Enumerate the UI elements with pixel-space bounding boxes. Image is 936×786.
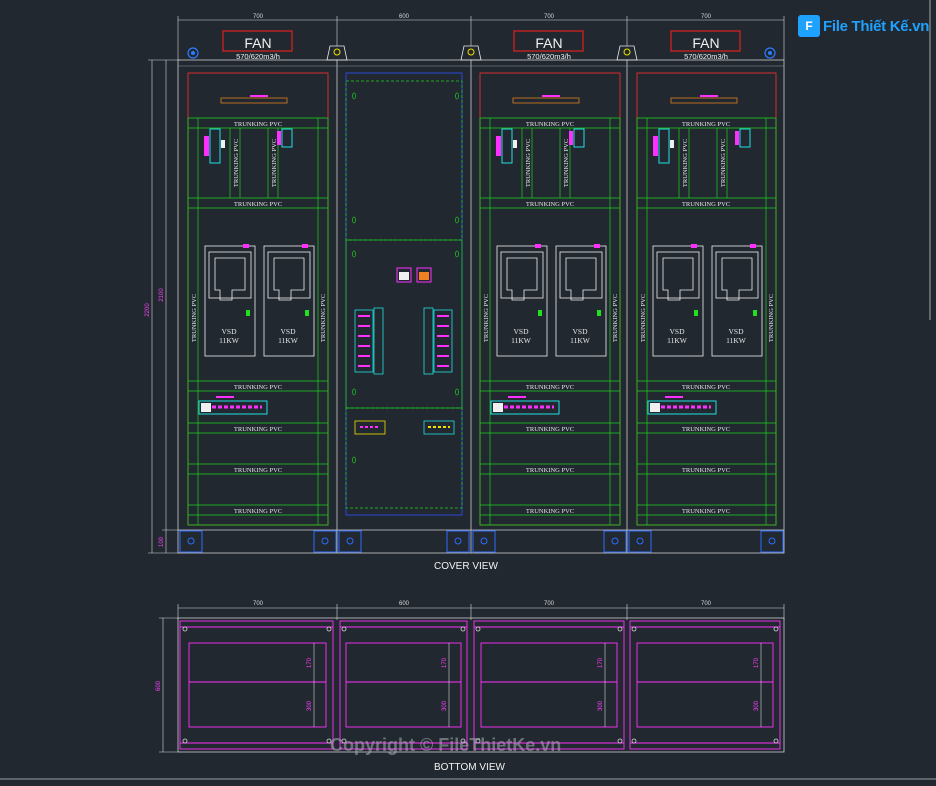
vsd-name: VSD: [572, 327, 588, 336]
trunking-label: TRUNKING PVC: [682, 201, 730, 208]
dim-width-3: 700: [544, 601, 555, 607]
trunking-label: TRUNKING PVC: [526, 467, 574, 474]
trunking-label: TRUNKING PVC: [234, 121, 282, 128]
trunking-label: TRUNKING PVC: [682, 467, 730, 474]
site-logo: F File Thiết Kế.vn: [798, 14, 929, 38]
lifting-eye-icons: [187, 45, 776, 61]
dim-width-2: 600: [399, 14, 410, 20]
trunking-label: TRUNKING PVC: [234, 467, 282, 474]
trunking-label: TRUNKING PVC: [640, 294, 647, 342]
dim-width-4: 700: [701, 14, 712, 20]
dim-bottom-upper: 170: [442, 657, 448, 668]
trunking-label: TRUNKING PVC: [682, 139, 689, 187]
dim-base-height: 100: [159, 536, 165, 547]
svg-text:570/620m3/h: 570/620m3/h: [684, 52, 728, 61]
dim-bottom-lower: 300: [754, 700, 760, 711]
svg-text:FAN: FAN: [535, 35, 562, 51]
dim-bottom-upper: 170: [598, 657, 604, 668]
vsd-name: VSD: [728, 327, 744, 336]
trunking-label: TRUNKING PVC: [234, 508, 282, 515]
dim-width-4: 700: [701, 601, 712, 607]
bottom-dimension: [159, 604, 785, 753]
trunking-label: TRUNKING PVC: [234, 384, 282, 391]
vsd-power: 11KW: [667, 336, 688, 345]
trunking-label: TRUNKING PVC: [682, 121, 730, 128]
left-dimension: [148, 59, 180, 554]
vsd-power: 11KW: [511, 336, 532, 345]
dim-width-1: 700: [253, 14, 264, 20]
svg-text:570/620m3/h: 570/620m3/h: [236, 52, 280, 61]
trunking-label: TRUNKING PVC: [526, 201, 574, 208]
vsd-power: 11KW: [570, 336, 591, 345]
cover-view-title: COVER VIEW: [434, 561, 498, 572]
fan-label-2: FAN 570/620m3/h: [513, 30, 584, 61]
logo-mark: F: [798, 15, 820, 37]
trunking-label: TRUNKING PVC: [682, 508, 730, 515]
trunking-label: TRUNKING PVC: [234, 201, 282, 208]
trunking-label: TRUNKING PVC: [320, 294, 327, 342]
dim-width-3: 700: [544, 14, 555, 20]
vsd-power: 11KW: [726, 336, 747, 345]
base-feet: [179, 530, 784, 553]
dim-bottom-upper: 170: [307, 657, 313, 668]
trunking-label: TRUNKING PVC: [271, 139, 278, 187]
vsd-name: VSD: [669, 327, 685, 336]
dim-width-1: 700: [253, 601, 264, 607]
logo-text: File Thiết Kế.vn: [823, 17, 930, 35]
trunking-label: TRUNKING PVC: [483, 294, 490, 342]
top-dimension: [177, 16, 785, 60]
dim-width-2: 600: [399, 601, 410, 607]
dim-bottom-upper: 170: [754, 657, 760, 668]
dim-depth: 600: [156, 680, 162, 691]
vsd-power: 11KW: [219, 336, 240, 345]
trunking-label: TRUNKING PVC: [526, 426, 574, 433]
bottom-view-title: BOTTOM VIEW: [434, 762, 505, 773]
trunking-label: TRUNKING PVC: [720, 139, 727, 187]
trunking-label: TRUNKING PVC: [563, 139, 570, 187]
dim-overall-height: 2200: [145, 303, 151, 317]
cabinet-frame: [177, 59, 785, 554]
vsd-name: VSD: [221, 327, 237, 336]
fan-label-3: FAN 570/620m3/h: [670, 30, 741, 61]
svg-text:FAN: FAN: [244, 35, 271, 51]
dim-bottom-lower: 300: [442, 700, 448, 711]
trunking-label: TRUNKING PVC: [682, 384, 730, 391]
trunking-label: TRUNKING PVC: [233, 139, 240, 187]
vsd-name: VSD: [513, 327, 529, 336]
trunking-label: TRUNKING PVC: [682, 426, 730, 433]
trunking-label: TRUNKING PVC: [234, 426, 282, 433]
trunking-label: TRUNKING PVC: [526, 121, 574, 128]
trunking-label: TRUNKING PVC: [526, 508, 574, 515]
fan-label-1: FAN 570/620m3/h: [222, 30, 293, 61]
trunking-label: TRUNKING PVC: [612, 294, 619, 342]
svg-text:FAN: FAN: [692, 35, 719, 51]
vsd-panel-1: [187, 72, 329, 526]
trunking-label: TRUNKING PVC: [526, 384, 574, 391]
vsd-panel-2: [479, 72, 621, 526]
dim-body-height: 2100: [159, 288, 165, 302]
svg-text:570/620m3/h: 570/620m3/h: [527, 52, 571, 61]
vsd-power: 11KW: [278, 336, 299, 345]
vsd-panel-3: [636, 72, 777, 526]
trunking-label: TRUNKING PVC: [768, 294, 775, 342]
vsd-name: VSD: [280, 327, 296, 336]
trunking-label: TRUNKING PVC: [525, 139, 532, 187]
trunking-label: TRUNKING PVC: [191, 294, 198, 342]
dim-bottom-lower: 300: [307, 700, 313, 711]
dim-bottom-lower: 300: [598, 700, 604, 711]
control-panel: [345, 72, 463, 516]
bottom-view: [177, 617, 785, 753]
copyright-watermark: Copyright © FileThietKe.vn: [330, 735, 562, 755]
